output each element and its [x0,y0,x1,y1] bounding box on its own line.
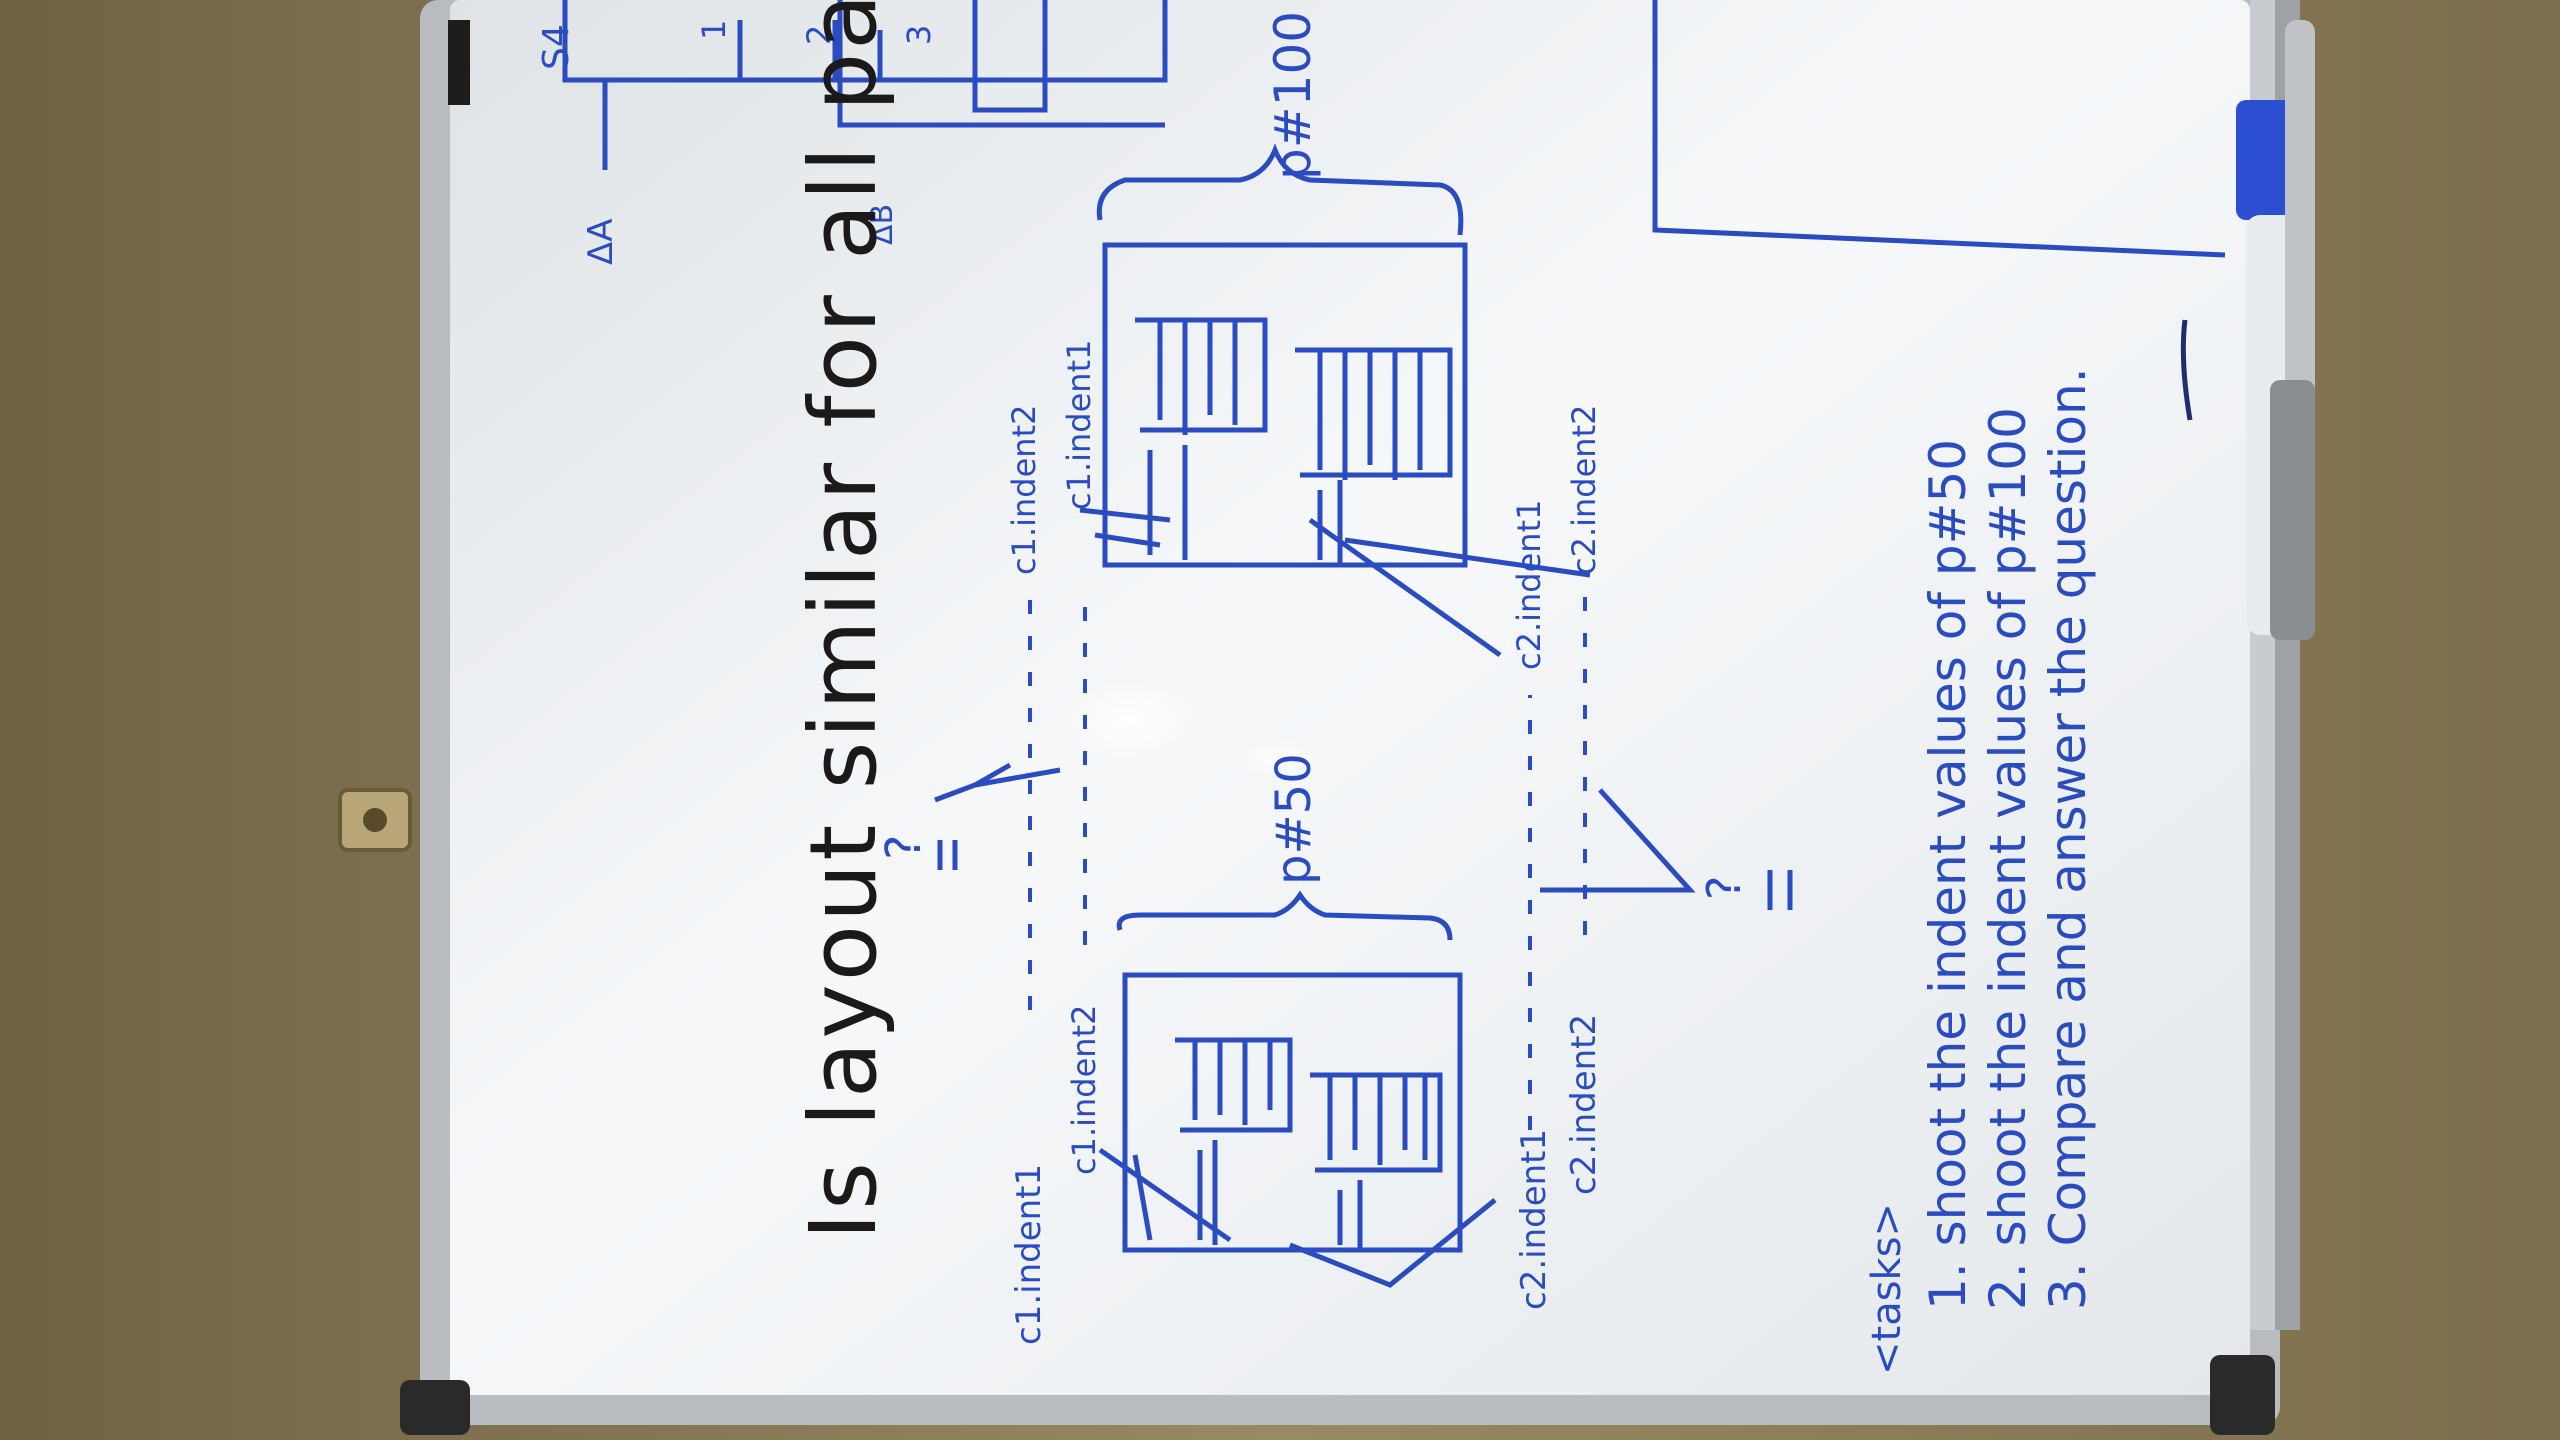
corner-label-delta-b: ΔB [865,204,900,245]
indent-label-c2-indent2-right: c2.indent2 [1565,405,1603,575]
corner-label-s4: S4 [536,24,577,70]
corner-label-1: 1 [695,20,733,40]
board-title: Is layout similar for all pages? [790,0,897,1240]
dashed-guides [1028,590,1587,1130]
indent-label-c2-indent2-left: c2.indent2 [1564,1014,1604,1195]
light-glare [1060,680,1200,760]
indent-label-c1-indent2-right: c1.indent2 [1005,405,1043,575]
tasks-header: <tasks> [1864,1203,1910,1375]
frame-corner-cap [400,1380,470,1435]
question-connector-bottom [1540,788,1793,910]
indent-label-c1-indent1-right: c1.indent1 [1060,340,1098,510]
page-label-p100: p#100 [1264,11,1322,180]
page-sketch-p100 [1079,143,1591,658]
light-glare [1240,740,1320,780]
frame-corner-cap [2210,1355,2275,1435]
corner-label-delta-a: ΔA [581,218,621,265]
task-item-3: 3. Compare and answer the question. [2039,367,2097,1310]
question-mark-top: ? [876,835,932,860]
wall-hook [338,788,412,852]
gray-marker [2270,20,2315,640]
indent-label-c1-indent1-left: c1.indent1 [1009,1164,1049,1345]
page-label-p50: p#50 [1266,753,1322,885]
task-item-2: 2. shoot the indent values of p#100 [1979,407,2037,1310]
indent-label-c1-indent2-left: c1.indent2 [1065,1005,1103,1175]
page-sketch-p50 [1098,890,1497,1288]
corner-label-2: 2 [800,25,838,45]
board-surface [450,0,2250,1395]
question-mark-bottom: ? [1697,876,1751,900]
stray-mark [2180,319,2193,421]
brand-label [448,20,470,105]
indent-label-c2-indent1-right: c2.indent1 [1510,500,1548,670]
indent-label-c2-indent1-left: c2.indent1 [1514,1129,1554,1310]
task-item-1: 1. shoot the indent values of p#50 [1919,439,1977,1310]
question-connector-top [934,762,1061,870]
corner-sketch [562,0,2226,258]
corner-label-3: 3 [900,25,938,45]
